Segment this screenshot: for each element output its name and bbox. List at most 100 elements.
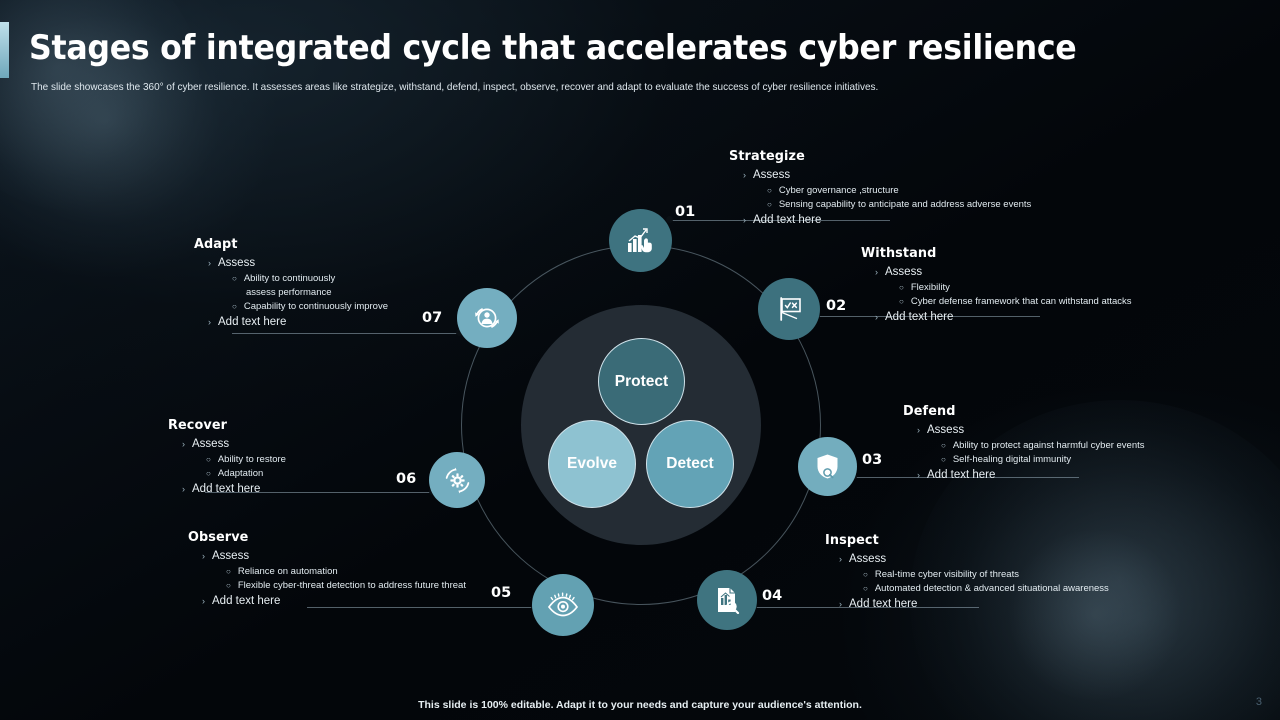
stage-subbullet: ○Sensing capability to anticipate and ad… [767,198,1031,212]
stage-title-withstand: Withstand [861,245,937,261]
circle-bullet-icon: ○ [863,569,868,579]
stage-node-adapt[interactable] [457,288,517,348]
stage-block-inspect: Inspect ›Assess ○Real-time cyber visibil… [825,532,1109,613]
stage-subbullet: ○Reliance on automation [226,565,466,579]
checklist-board-icon [775,295,803,323]
stage-bullet: ›Add text here [839,596,1109,613]
stage-bullet: ›Assess [875,264,1132,281]
stage-bullet: ›Assess [917,422,1145,439]
page-number: 3 [1255,696,1262,708]
gear-refresh-icon [444,467,471,494]
chevron-right-icon: › [182,484,185,495]
stage-block-withstand: Withstand ›Assess ○Flexibility ○Cyber de… [861,245,1132,326]
connector-line-01 [672,220,890,221]
stage-number-06: 06 [396,471,417,487]
stage-subbullet: ○Adaptation [206,467,286,481]
circle-bullet-icon: ○ [206,454,211,464]
stage-title-observe: Observe [188,529,249,545]
chevron-right-icon: › [839,599,842,610]
circle-bullet-icon: ○ [899,282,904,292]
chevron-right-icon: › [208,258,211,268]
core-label-detect: Detect [666,455,714,472]
stage-number-02: 02 [826,298,847,314]
stage-block-defend: Defend ›Assess ○Ability to protect again… [903,403,1145,484]
circle-bullet-icon: ○ [767,199,772,209]
stage-subbullet: ○Flexible cyber-threat detection to addr… [226,579,466,593]
chevron-right-icon: › [917,425,920,435]
stage-bullet: ›Assess [182,436,286,453]
stage-node-observe[interactable] [532,574,594,636]
circle-bullet-icon: ○ [226,580,231,590]
stage-number-01: 01 [675,204,696,220]
stage-bullet: ›Add text here [743,212,1031,229]
core-label-evolve: Evolve [567,455,617,472]
stage-bullet: ›Assess [208,255,388,272]
shield-icon [815,453,840,480]
stage-bullet: ›Assess [202,548,466,565]
stage-title-strategize: Strategize [729,148,805,164]
person-refresh-icon [472,304,502,332]
stage-subbullet: ○Self-healing digital immunity [941,453,1145,467]
stage-bullet: ›Assess [743,167,1031,184]
stage-block-strategize: Strategize ›Assess ○Cyber governance ,st… [729,148,1031,229]
connector-line-03 [855,477,1079,478]
chevron-right-icon: › [743,170,746,180]
chevron-right-icon: › [917,470,920,481]
stage-subbullet: ○Cyber defense framework that can withst… [899,295,1132,309]
stage-block-adapt: Adapt ›Assess ○Ability to continuously a… [194,236,388,331]
stage-title-adapt: Adapt [194,236,238,252]
circle-bullet-icon: ○ [232,302,237,312]
connector-dot-01 [666,216,673,223]
stage-bullet: ›Add text here [202,593,466,610]
connector-line-06 [205,492,433,493]
connector-dot-07 [456,329,463,336]
page-title: Stages of integrated cycle that accelera… [29,28,1077,68]
stage-title-inspect: Inspect [825,532,879,548]
connector-line-04 [755,607,979,608]
stage-title-defend: Defend [903,403,956,419]
core-circle-protect[interactable]: Protect [598,338,685,425]
stage-node-inspect[interactable] [697,570,757,630]
stage-block-recover: Recover ›Assess ○Ability to restore ○Ada… [168,417,286,498]
circle-bullet-icon: ○ [941,454,946,464]
chevron-right-icon: › [182,439,185,449]
circle-bullet-icon: ○ [206,468,211,478]
stage-bullet: ›Add text here [182,481,286,498]
circle-bullet-icon: ○ [863,583,868,593]
chevron-right-icon: › [839,554,842,564]
stage-subbullet: ○Ability to restore [206,453,286,467]
title-accent-bar [0,22,9,78]
document-magnifier-icon [714,586,740,614]
stage-node-withstand[interactable] [758,278,820,340]
stage-node-defend[interactable] [798,437,857,496]
stage-number-05: 05 [491,585,512,601]
stage-subbullet: ○Real-time cyber visibility of threats [863,568,1109,582]
footer-note: This slide is 100% editable. Adapt it to… [418,699,862,711]
stage-subbullet: ○Automated detection & advanced situatio… [863,582,1109,596]
stage-node-strategize[interactable] [609,209,672,272]
connector-line-05 [307,607,535,608]
stage-node-recover[interactable] [429,452,485,508]
circle-bullet-icon: ○ [767,185,772,195]
circle-bullet-icon: ○ [941,440,946,450]
stage-subbullet: ○Cyber governance ,structure [767,184,1031,198]
stage-bullet: ›Assess [839,551,1109,568]
stage-number-07: 07 [422,310,443,326]
chevron-right-icon: › [875,267,878,277]
chevron-right-icon: › [202,551,205,561]
stage-subbullet: ○Ability to protect against harmful cybe… [941,439,1145,453]
stage-subbullet-continuation: assess performance [246,286,332,298]
connector-line-07 [232,333,460,334]
core-circle-detect[interactable]: Detect [646,420,734,508]
stage-subbullet: ○Capability to continuously improve [232,300,388,314]
stage-number-03: 03 [862,452,883,468]
circle-bullet-icon: ○ [226,566,231,576]
bar-chart-hand-icon [626,227,656,255]
stage-number-04: 04 [762,588,783,604]
core-label-protect: Protect [614,372,669,390]
core-circle-evolve[interactable]: Evolve [548,420,636,508]
eye-icon [547,592,579,618]
stage-subbullet: ○Ability to continuously [232,272,388,286]
